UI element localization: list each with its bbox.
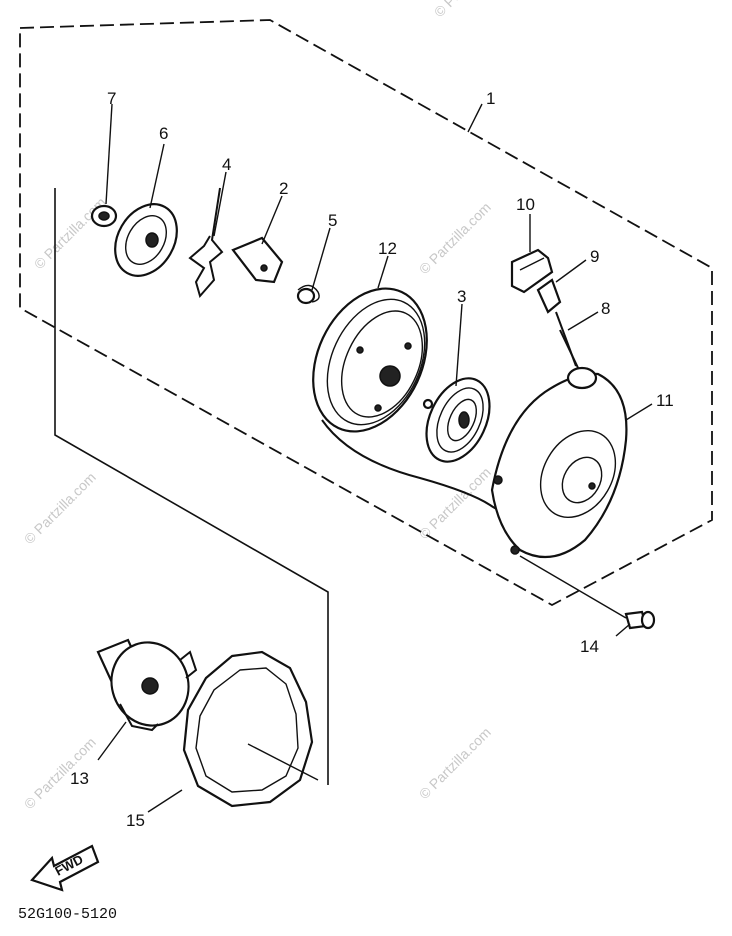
callout-6: 6 [159, 124, 168, 143]
part-rope-pulley[interactable] [291, 270, 449, 450]
part-nut[interactable] [90, 204, 118, 228]
callout-10: 10 [516, 195, 535, 214]
part-starter-case[interactable] [490, 366, 630, 559]
callout-9: 9 [590, 247, 599, 266]
watermark: © Partzilla.com [21, 469, 99, 547]
part-recoil-spring[interactable] [414, 368, 502, 471]
part-spring[interactable] [296, 284, 320, 305]
callouts: 1 2 3 4 5 6 7 8 9 10 11 12 13 14 15 [70, 89, 674, 830]
part-gasket[interactable] [182, 650, 314, 808]
part-handle-grip[interactable] [536, 278, 562, 314]
callout-12: 12 [378, 239, 397, 258]
callout-15: 15 [126, 811, 145, 830]
callout-13: 13 [70, 769, 89, 788]
part-starter-handle[interactable] [510, 248, 554, 294]
leader-lines [97, 103, 653, 813]
callout-7: 7 [107, 89, 116, 108]
part-rope[interactable] [555, 311, 577, 367]
watermark: © Partzilla.com [416, 724, 494, 802]
part-starter-drive[interactable] [96, 632, 200, 737]
callout-5: 5 [328, 211, 337, 230]
callout-1: 1 [486, 89, 495, 108]
callout-2: 2 [279, 179, 288, 198]
part-ratchet-pawl[interactable] [231, 236, 284, 284]
callout-3: 3 [457, 287, 466, 306]
callout-11: 11 [656, 391, 674, 410]
subassembly-boundary [54, 188, 329, 785]
assembly-boundary [19, 19, 713, 607]
part-spring-clip[interactable] [188, 187, 224, 299]
watermark: © Partzilla.com [416, 464, 494, 542]
callout-14: 14 [580, 637, 599, 656]
watermark: © Partzilla.com [431, 0, 509, 20]
watermark: © Partzilla.com [416, 199, 494, 277]
part-drive-plate[interactable] [103, 193, 189, 287]
part-bolt[interactable] [624, 610, 656, 630]
fwd-arrow-icon: FWD [30, 844, 100, 892]
watermark: © Partzilla.com [31, 194, 109, 272]
callout-8: 8 [601, 299, 610, 318]
diagram-code: 52G100-5120 [18, 906, 117, 923]
callout-4: 4 [222, 155, 231, 174]
pawl-hole [260, 264, 268, 272]
